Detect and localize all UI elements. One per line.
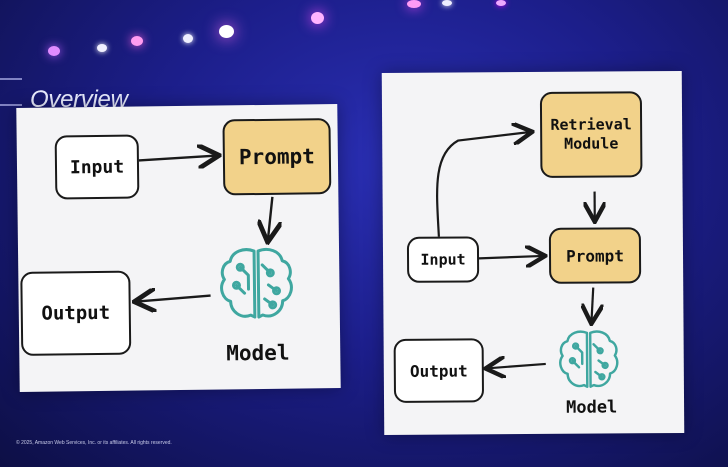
copyright-footer: © 2025, Amazon Web Services, Inc. or its… (16, 440, 172, 446)
stage-light (183, 34, 193, 43)
input-node: Input (54, 134, 140, 200)
arrow-model-to-output (488, 364, 546, 368)
left-diagram-arrows (16, 104, 340, 392)
stage-light (48, 46, 60, 56)
brain-icon (559, 330, 619, 388)
stage-light (219, 25, 234, 38)
model-label: Model (226, 340, 290, 366)
right-diagram-panel: Retrieval Module Input Prompt Output Mod… (381, 70, 685, 436)
output-label: Output (409, 360, 468, 381)
arrow-model-to-output (137, 296, 211, 302)
arrow-prompt-to-model (267, 196, 273, 240)
prompt-label: Prompt (238, 144, 315, 170)
stage-light (311, 12, 324, 24)
input-node: Input (406, 236, 480, 283)
decorative-lines (0, 78, 22, 106)
stage-light (496, 0, 506, 6)
prompt-node: Prompt (548, 227, 642, 284)
stage-light (407, 0, 421, 8)
arrow-prompt-to-model (591, 287, 593, 322)
stage-lights (0, 0, 728, 70)
model-label: Model (566, 397, 618, 418)
input-label: Input (420, 250, 466, 269)
stage-light (131, 36, 143, 46)
prompt-label: Prompt (566, 245, 624, 266)
arrow-input-to-prompt (138, 156, 217, 161)
output-node: Output (393, 338, 485, 403)
retrieval-module-label: Retrieval Module (550, 114, 632, 153)
retrieval-module-node: Retrieval Module (539, 91, 643, 178)
brain-icon (220, 247, 293, 319)
arrow-input-to-prompt (478, 256, 543, 258)
prompt-node: Prompt (222, 118, 332, 196)
arrow-input-to-retrieval (436, 132, 531, 237)
left-diagram-panel: Input Prompt Output Model (16, 104, 341, 392)
right-diagram-arrows (436, 71, 685, 435)
output-node: Output (20, 270, 132, 356)
stage-light (442, 0, 452, 6)
stage-light (97, 44, 107, 52)
input-label: Input (69, 156, 125, 178)
output-label: Output (41, 301, 111, 325)
